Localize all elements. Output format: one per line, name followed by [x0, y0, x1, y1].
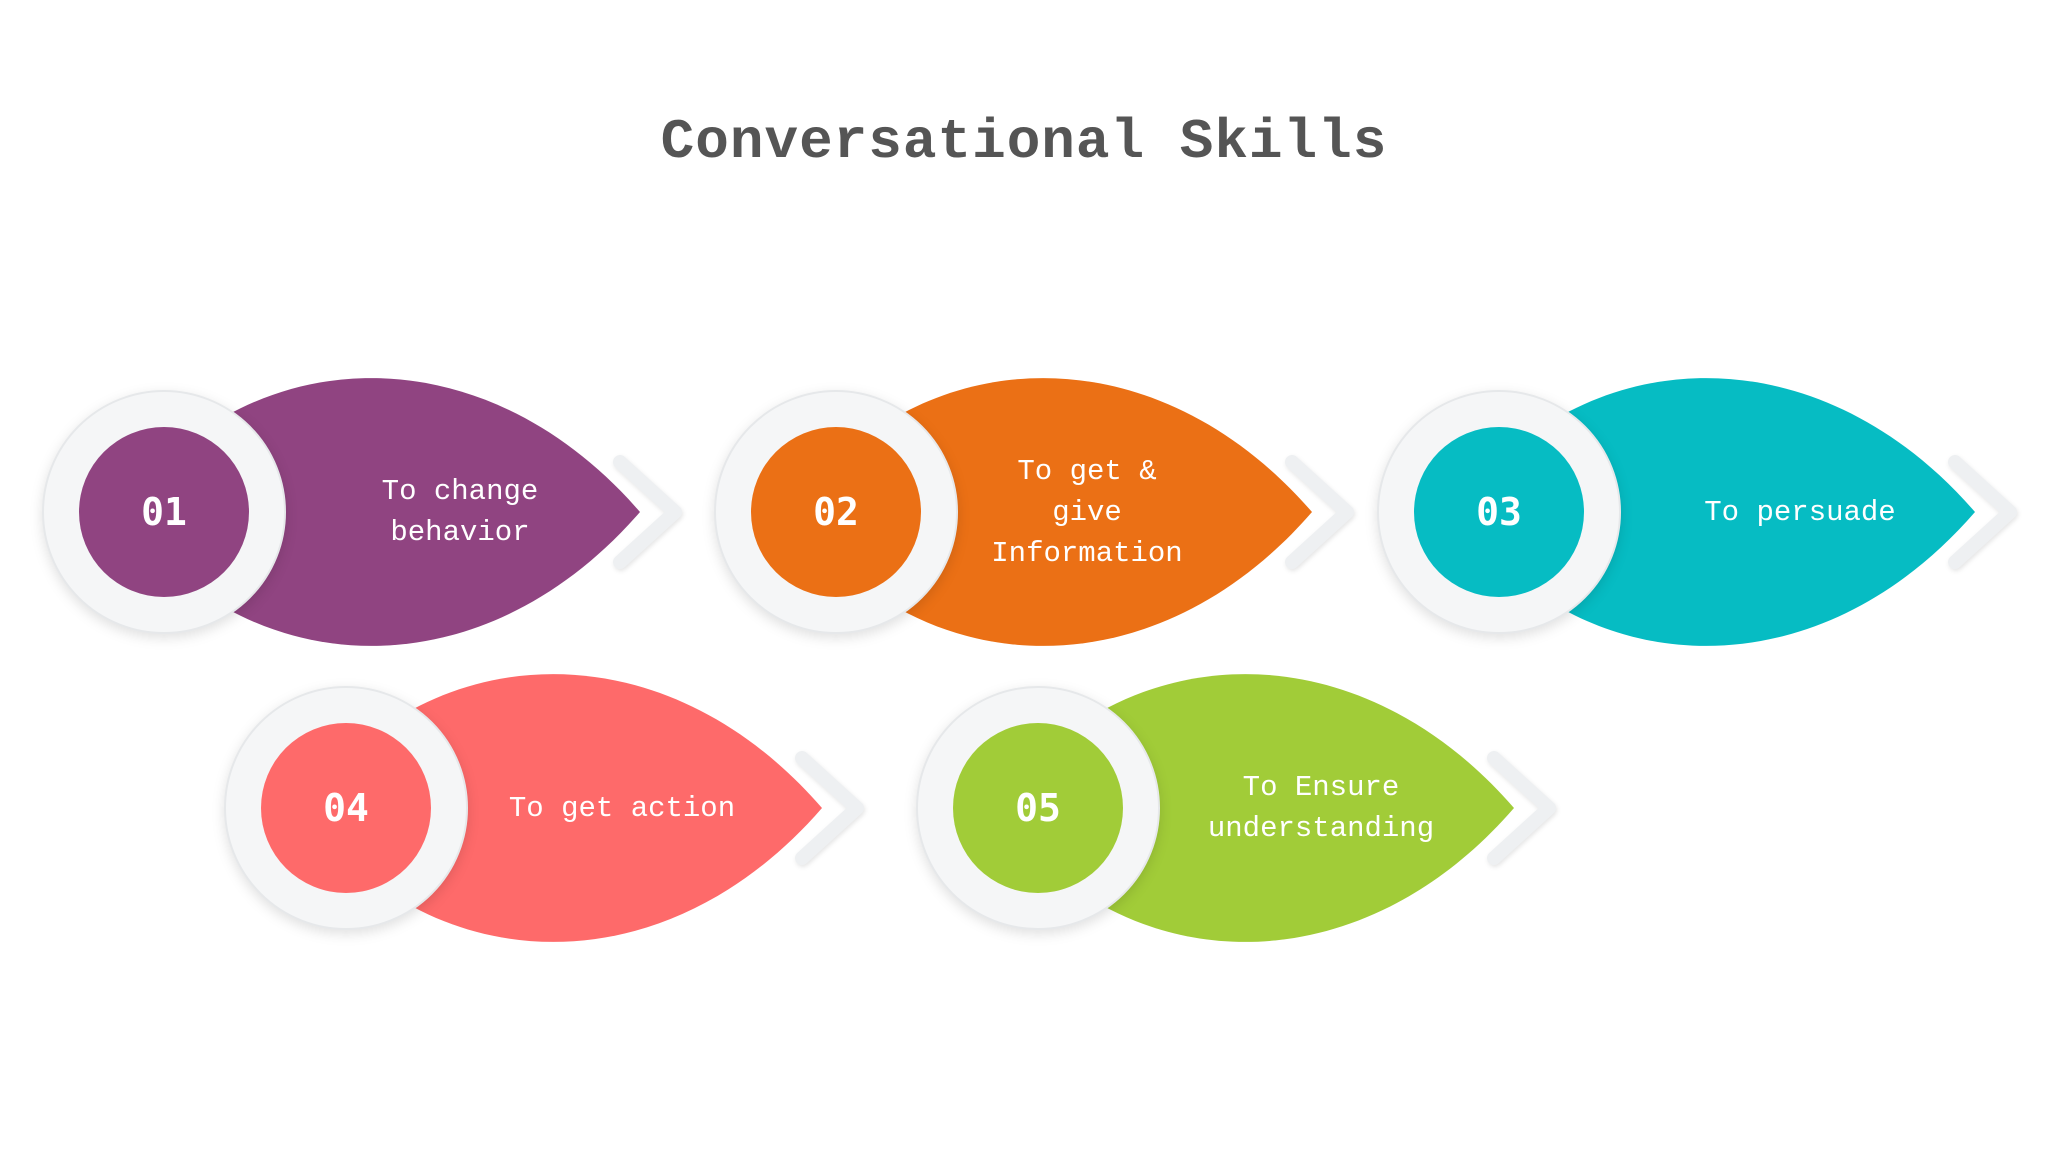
step-number: 01: [141, 490, 187, 534]
step-number: 02: [813, 490, 859, 534]
step-shape: [714, 378, 1354, 646]
step-card-01: 01 To change behavior: [40, 372, 740, 652]
step-label: To change behavior: [381, 475, 539, 549]
step-shape: [916, 674, 1556, 942]
step-card-04: 04 To get action: [222, 668, 922, 948]
step-number: 04: [323, 786, 369, 830]
page-title: Conversational Skills: [660, 110, 1388, 174]
step-shape: [224, 674, 864, 942]
step-label: To get action: [508, 791, 736, 825]
step-card-03: 03 To persuade: [1375, 372, 2048, 652]
step-number: 03: [1476, 490, 1522, 534]
step-label: To persuade: [1704, 495, 1896, 529]
step-shape: [1377, 378, 2017, 646]
step-number: 05: [1015, 786, 1061, 830]
step-card-05: 05 To Ensure understanding: [914, 668, 1614, 948]
step-label: To get & give Information: [991, 454, 1183, 570]
step-card-02: 02 To get & give Information: [712, 372, 1412, 652]
step-shape: [42, 378, 682, 646]
step-label: To Ensure understanding: [1207, 771, 1435, 845]
